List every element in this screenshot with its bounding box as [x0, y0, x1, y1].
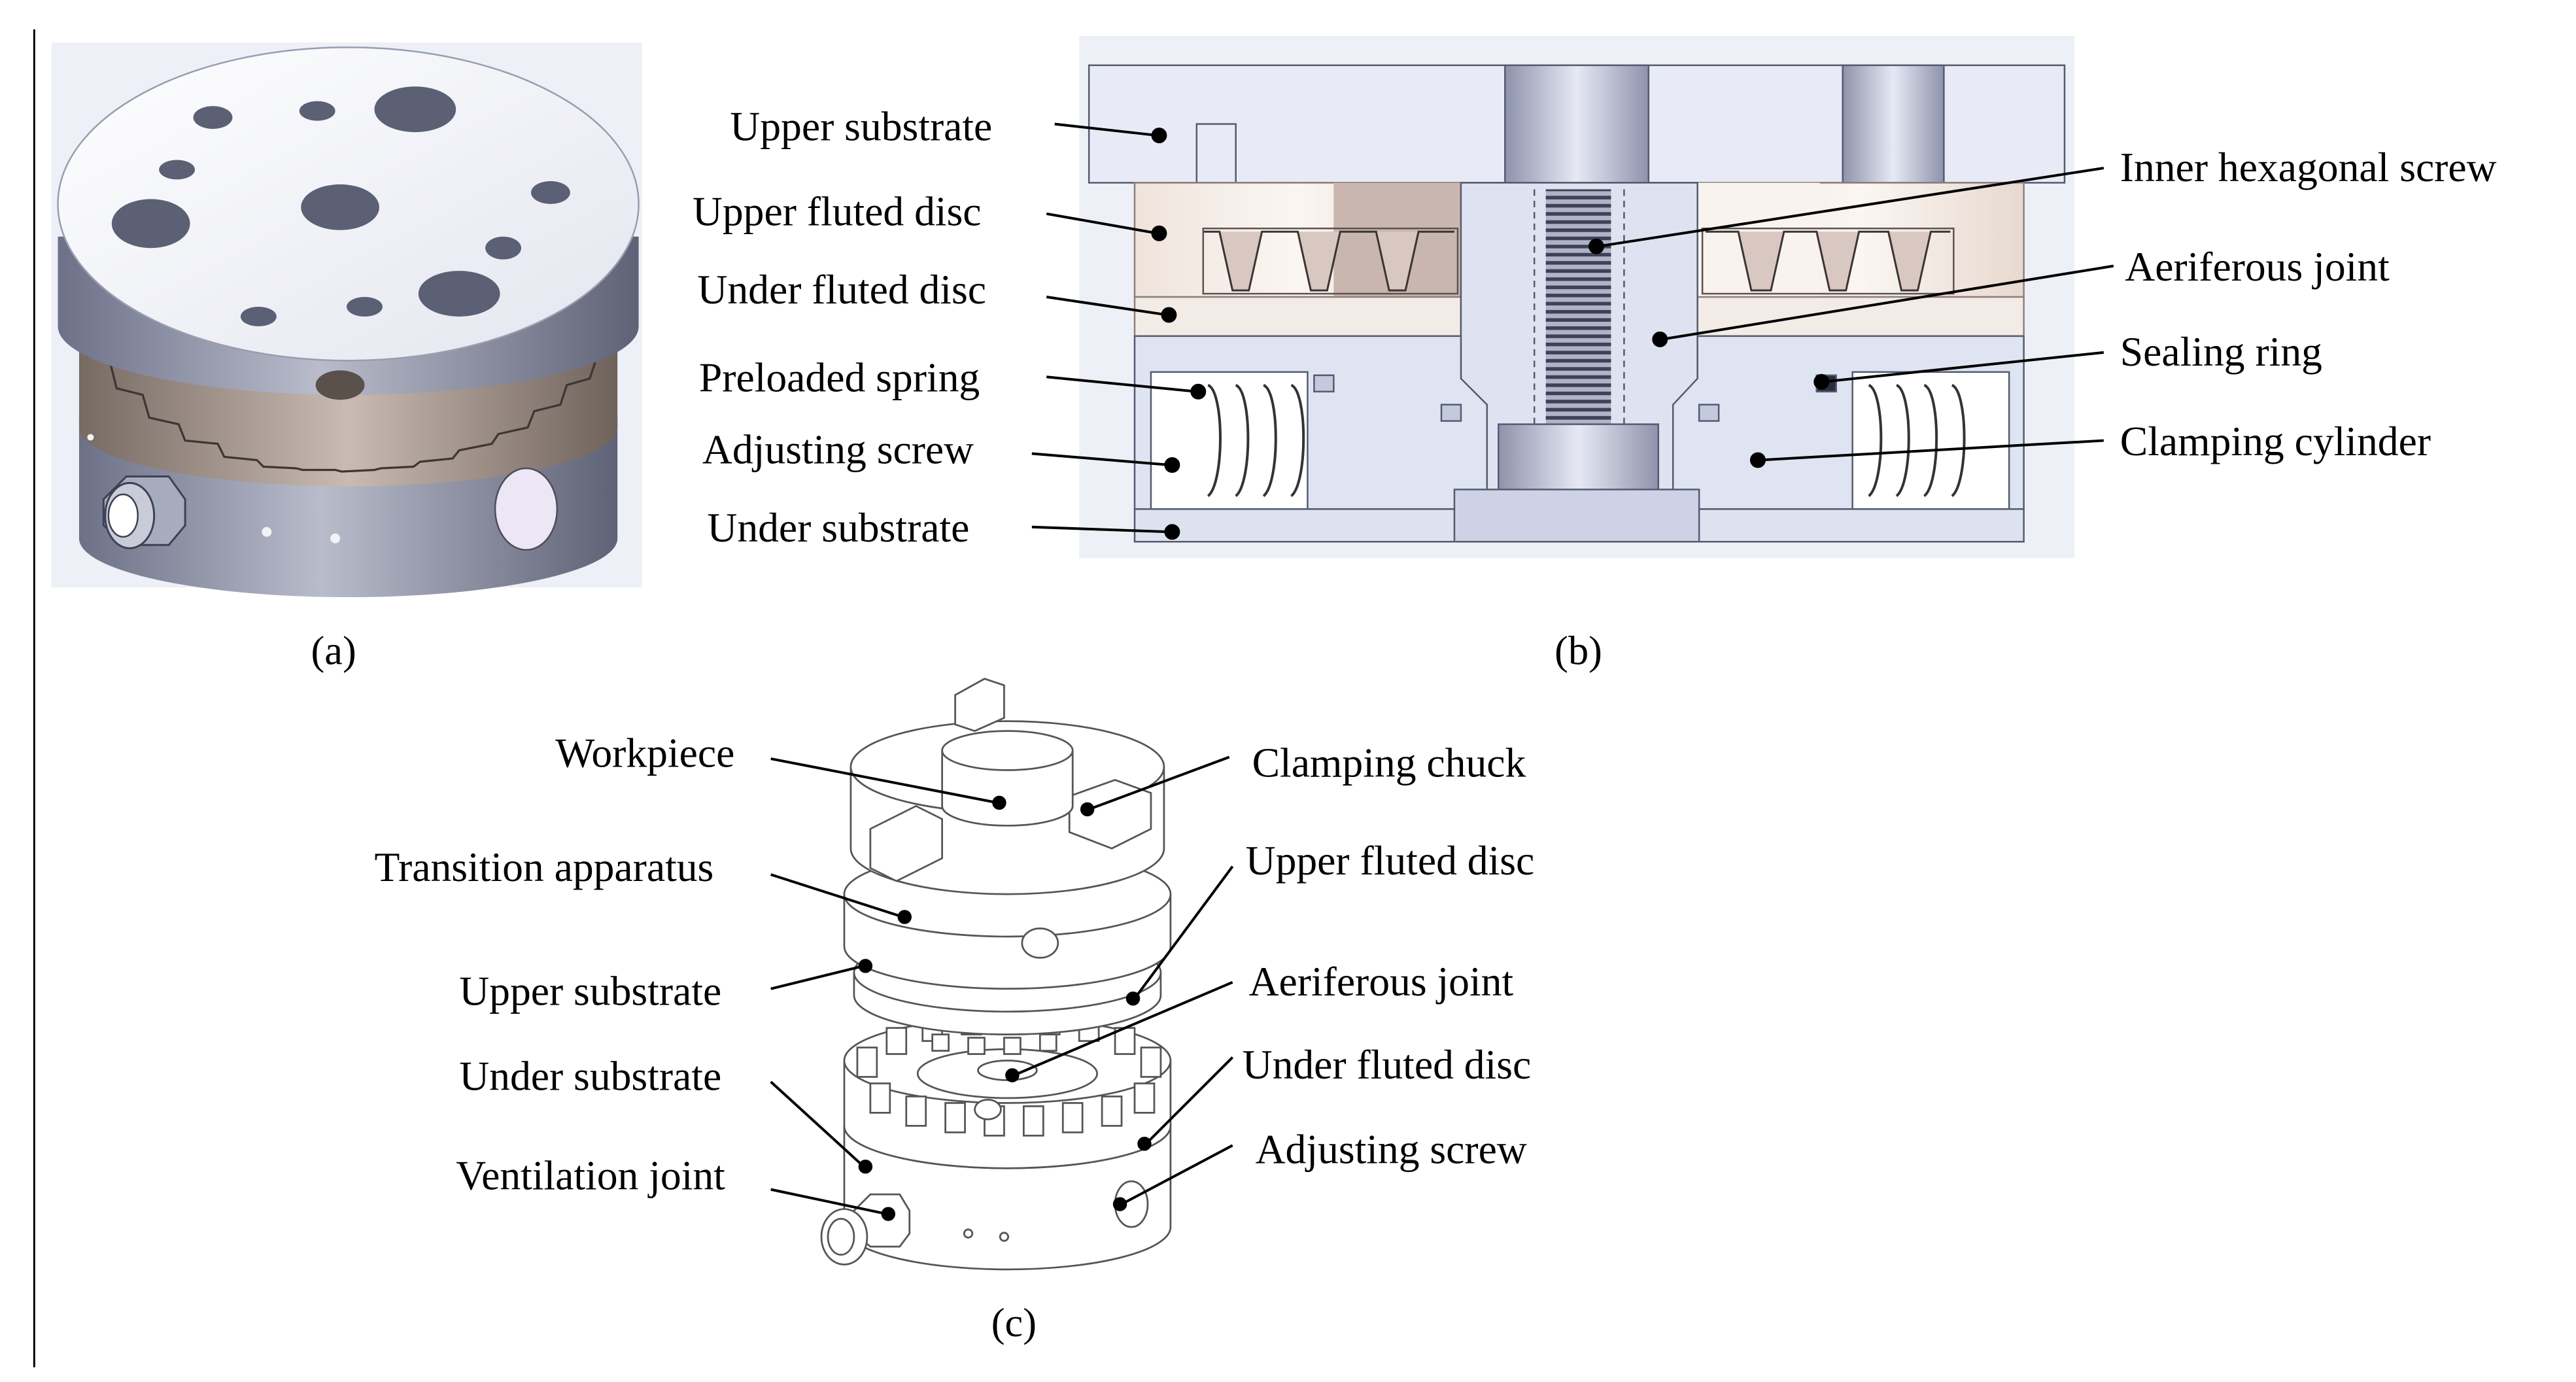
teeth-left: [1203, 230, 1454, 292]
panel-c-labels: Workpiece Transition apparatus Upper sub…: [374, 730, 1534, 1199]
label-workpiece: Workpiece: [555, 730, 734, 776]
label-ventilation-joint: Ventilation joint: [456, 1152, 725, 1199]
label-upper-fluted-disc: Upper fluted disc: [693, 188, 982, 234]
panel-c-exploded: [820, 678, 1172, 1271]
upper-disc-teeth: [931, 1033, 1057, 1055]
preloaded-spring-right: [1868, 383, 1966, 497]
ventilation-joint-fitting: [820, 1193, 911, 1266]
inner-screw: [1545, 189, 1611, 431]
panel-c-leaders: [770, 755, 1234, 1221]
label-transition-apparatus: Transition apparatus: [374, 844, 713, 890]
band-hole: [315, 370, 365, 400]
label-c-under-substrate: Under substrate: [459, 1052, 721, 1099]
label-inner-hexagonal-screw: Inner hexagonal screw: [2120, 144, 2497, 190]
chuck-jaws: [869, 678, 1152, 882]
ventilation-fitting: [102, 475, 186, 549]
preloaded-spring-left: [1207, 383, 1305, 497]
label-sealing-ring: Sealing ring: [2120, 328, 2322, 375]
workpiece: [941, 750, 1074, 827]
label-aeriferous-joint: Aeriferous joint: [2125, 243, 2390, 290]
panel-b-labels: Upper substrate Upper fluted disc Under …: [693, 103, 2497, 551]
band-teeth: [86, 351, 613, 473]
label-c-upper-fluted-disc: Upper fluted disc: [1246, 837, 1535, 884]
spring-chamber-left: [1150, 371, 1309, 510]
label-clamping-chuck: Clamping chuck: [1252, 739, 1526, 786]
label-under-substrate: Under substrate: [707, 504, 969, 551]
label-c-adjusting-screw: Adjusting screw: [1256, 1126, 1527, 1173]
under-fluted-disc: [1133, 296, 1462, 337]
label-adjusting-screw: Adjusting screw: [702, 426, 974, 472]
panel-b-leaders: [1031, 122, 2114, 540]
label-preloaded-spring: Preloaded spring: [699, 354, 980, 401]
label-under-fluted-disc: Under fluted disc: [697, 266, 986, 313]
label-upper-substrate: Upper substrate: [730, 103, 992, 150]
screw-head-left: [1504, 64, 1650, 184]
caption-a: (a): [311, 628, 356, 673]
label-clamping-cylinder: Clamping cylinder: [2120, 418, 2431, 464]
teeth-right: [1706, 230, 1951, 292]
panel-a: [51, 42, 642, 598]
panel-b-section: [1079, 35, 2074, 559]
label-c-under-fluted-disc: Under fluted disc: [1243, 1041, 1532, 1088]
caption-c: (c): [991, 1300, 1037, 1345]
label-c-upper-substrate: Upper substrate: [459, 968, 721, 1014]
caption-b: (b): [1554, 628, 1602, 673]
side-port: [494, 467, 558, 551]
label-c-aeriferous-joint: Aeriferous joint: [1249, 958, 1514, 1005]
mount-holes: [111, 86, 570, 326]
screw-head-right: [1842, 64, 1945, 184]
